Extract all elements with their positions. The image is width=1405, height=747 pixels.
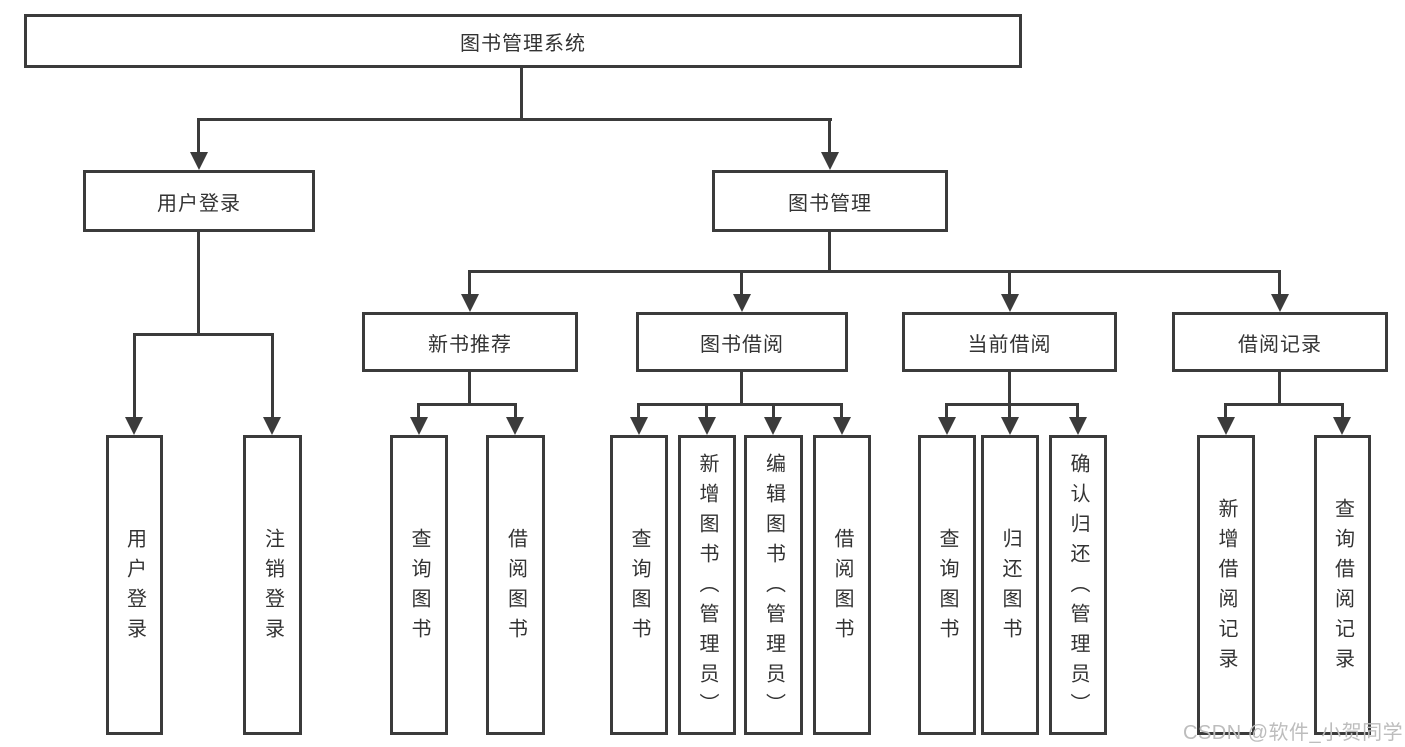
connector-user-login-rail bbox=[133, 333, 274, 336]
arrow-down-icon bbox=[461, 294, 479, 312]
leaf-add-borrow-record: 新增借阅记录 bbox=[1197, 435, 1255, 735]
connector-stem-current-borrowing bbox=[1008, 270, 1011, 295]
arrow-down-icon bbox=[833, 417, 851, 435]
connector-stem-leaf bbox=[772, 403, 775, 418]
connector-borrowing-records-drop bbox=[1278, 372, 1281, 406]
leaf-edit-book-admin: 编辑图书（管理员） bbox=[744, 435, 803, 735]
arrow-down-icon bbox=[630, 417, 648, 435]
leaf-add-book-admin: 新增图书（管理员） bbox=[678, 435, 736, 735]
arrow-down-icon bbox=[1217, 417, 1235, 435]
arrow-down-icon bbox=[733, 294, 751, 312]
connector-stem-leaf bbox=[840, 403, 843, 418]
leaf-query-borrow-record: 查询借阅记录 bbox=[1314, 435, 1371, 735]
arrow-down-icon bbox=[698, 417, 716, 435]
connector-stem-book-borrowing bbox=[740, 270, 743, 295]
node-book-borrowing: 图书借阅 bbox=[636, 312, 848, 372]
leaf-query-books-current: 查询图书 bbox=[918, 435, 976, 735]
connector-borrowing-records-rail bbox=[1224, 403, 1344, 406]
connector-root-drop bbox=[520, 68, 523, 120]
connector-root-rail bbox=[198, 118, 832, 121]
connector-stem-borrowing-records bbox=[1278, 270, 1281, 295]
connector-book-borrowing-rail bbox=[637, 403, 843, 406]
arrow-down-icon bbox=[1271, 294, 1289, 312]
connector-stem-user-login bbox=[197, 118, 200, 153]
arrow-down-icon bbox=[1069, 417, 1087, 435]
csdn-watermark: CSDN @软件_小贺同学 bbox=[1183, 722, 1404, 744]
connector-stem-book-management bbox=[828, 118, 831, 153]
connector-user-login-drop bbox=[197, 232, 200, 336]
connector-stem-leaf bbox=[514, 403, 517, 418]
arrow-down-icon bbox=[938, 417, 956, 435]
node-new-book-recommend: 新书推荐 bbox=[362, 312, 578, 372]
connector-stem-leaf bbox=[1341, 403, 1344, 418]
connector-stem-leaf bbox=[1224, 403, 1227, 418]
connector-stem-leaf bbox=[1076, 403, 1079, 418]
arrow-down-icon bbox=[190, 152, 208, 170]
arrow-down-icon bbox=[764, 417, 782, 435]
connector-new-books-drop bbox=[468, 372, 471, 406]
leaf-logout: 注销登录 bbox=[243, 435, 302, 735]
arrow-down-icon bbox=[125, 417, 143, 435]
arrow-down-icon bbox=[1001, 417, 1019, 435]
node-user-login: 用户登录 bbox=[83, 170, 315, 232]
connector-stem-leaf bbox=[1008, 403, 1011, 418]
connector-current-borrowing-drop bbox=[1008, 372, 1011, 406]
connector-stem-leaf bbox=[637, 403, 640, 418]
node-borrowing-records: 借阅记录 bbox=[1172, 312, 1388, 372]
arrow-down-icon bbox=[1001, 294, 1019, 312]
node-current-borrowing: 当前借阅 bbox=[902, 312, 1117, 372]
connector-current-borrowing-rail bbox=[945, 403, 1079, 406]
arrow-down-icon bbox=[263, 417, 281, 435]
connector-stem-new-books bbox=[468, 270, 471, 295]
leaf-query-books-recommend: 查询图书 bbox=[390, 435, 448, 735]
connector-stem-leaf bbox=[417, 403, 420, 418]
connector-new-books-rail bbox=[417, 403, 516, 406]
connector-book-management-rail bbox=[468, 270, 1281, 273]
node-root: 图书管理系统 bbox=[24, 14, 1022, 68]
connector-stem-leaf bbox=[705, 403, 708, 418]
connector-book-borrowing-drop bbox=[740, 372, 743, 406]
leaf-confirm-return-admin: 确认归还（管理员） bbox=[1049, 435, 1107, 735]
connector-stem-leaf bbox=[945, 403, 948, 418]
connector-book-management-drop bbox=[828, 232, 831, 273]
leaf-borrow-books-recommend: 借阅图书 bbox=[486, 435, 545, 735]
leaf-user-login: 用户登录 bbox=[106, 435, 163, 735]
node-book-management: 图书管理 bbox=[712, 170, 948, 232]
arrow-down-icon bbox=[821, 152, 839, 170]
leaf-query-books-borrowing: 查询图书 bbox=[610, 435, 668, 735]
arrow-down-icon bbox=[506, 417, 524, 435]
arrow-down-icon bbox=[1333, 417, 1351, 435]
leaf-return-books: 归还图书 bbox=[981, 435, 1039, 735]
arrow-down-icon bbox=[410, 417, 428, 435]
connector-stem-leaf bbox=[133, 333, 136, 418]
leaf-borrow-books-borrowing: 借阅图书 bbox=[813, 435, 871, 735]
connector-stem-leaf bbox=[271, 333, 274, 418]
